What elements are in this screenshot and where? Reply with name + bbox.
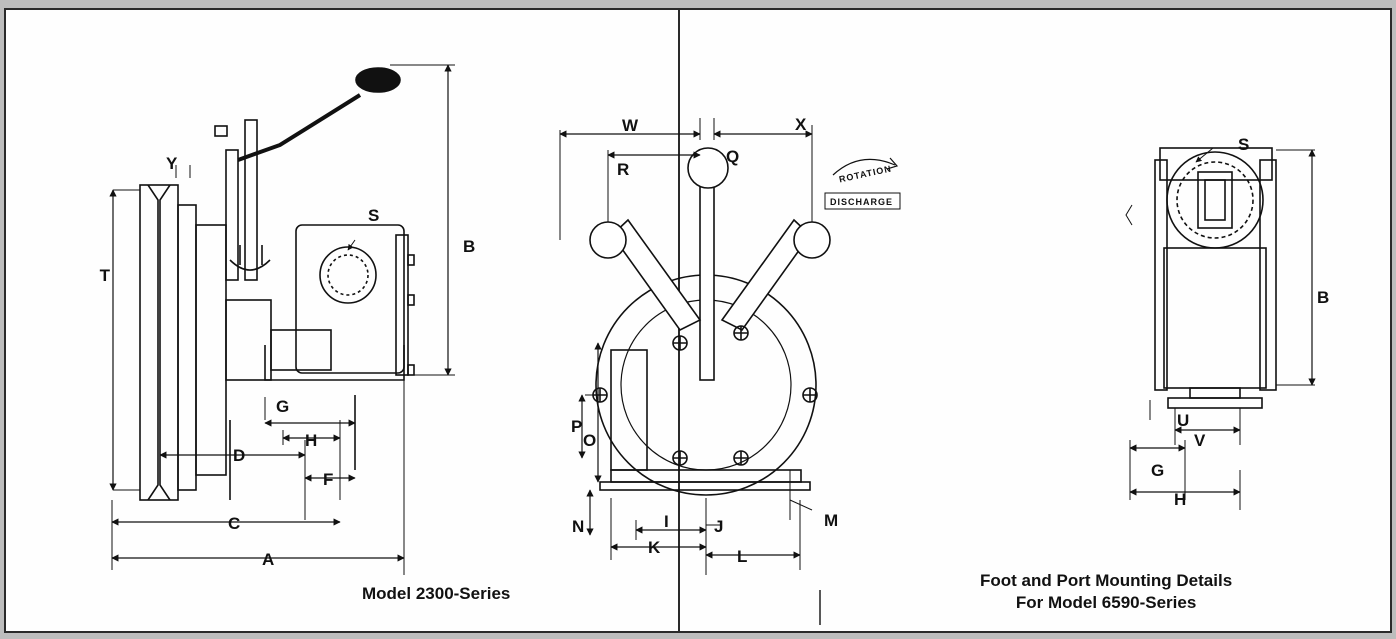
pulley-groove [147,184,159,501]
rotation-text: ROTATION [838,163,893,184]
caption-6590-line1: Foot and Port Mounting Details [980,571,1233,590]
label-H: H [305,431,317,450]
label-S: S [368,206,379,225]
label-H-6590: H [1174,490,1186,509]
label-T: T [100,266,111,285]
port-circle [1166,151,1264,249]
label-W: W [622,116,639,135]
label-X: X [795,115,807,134]
pump-face-labels: ROTATION DISCHARGE W R Q X P O N I K J L… [571,115,893,566]
pump-face-drawing [559,118,901,625]
label-V: V [1194,431,1206,450]
left-figure-panel [4,8,680,633]
model-6590-drawing [1125,147,1316,510]
pulley-body [139,184,179,501]
label-O: O [583,431,596,450]
label-J: J [714,517,723,536]
label-B: B [463,237,475,256]
label-C: C [228,514,240,533]
pump-housing [295,224,405,374]
label-Y: Y [166,154,178,173]
label-L: L [737,547,747,566]
center-knob [687,147,729,189]
label-P: P [571,417,582,436]
lever-knob [355,67,401,93]
label-D: D [233,446,245,465]
model-6590-labels: S B U V G H [1151,135,1329,509]
discharge-text: DISCHARGE [830,197,893,207]
caption-6590-line2: For Model 6590-Series [1015,593,1197,612]
model-2300-labels: Y S B T G H D F C A [100,154,476,569]
label-K: K [648,538,661,557]
caption-model-2300: Model 2300-Series [362,584,511,603]
label-M: M [824,511,838,530]
label-R: R [617,160,629,179]
label-F: F [323,470,333,489]
caption-model-6590: Foot and Port Mounting Details For Model… [980,570,1232,614]
model-2300-drawing [109,64,455,575]
label-I: I [664,512,669,531]
label-A: A [262,550,274,569]
label-G: G [276,397,289,416]
label-G-6590: G [1151,461,1164,480]
label-Q: Q [726,147,739,166]
label-B-6590: B [1317,288,1329,307]
label-N: N [572,517,584,536]
label-U: U [1177,411,1189,430]
label-S-6590: S [1238,135,1249,154]
